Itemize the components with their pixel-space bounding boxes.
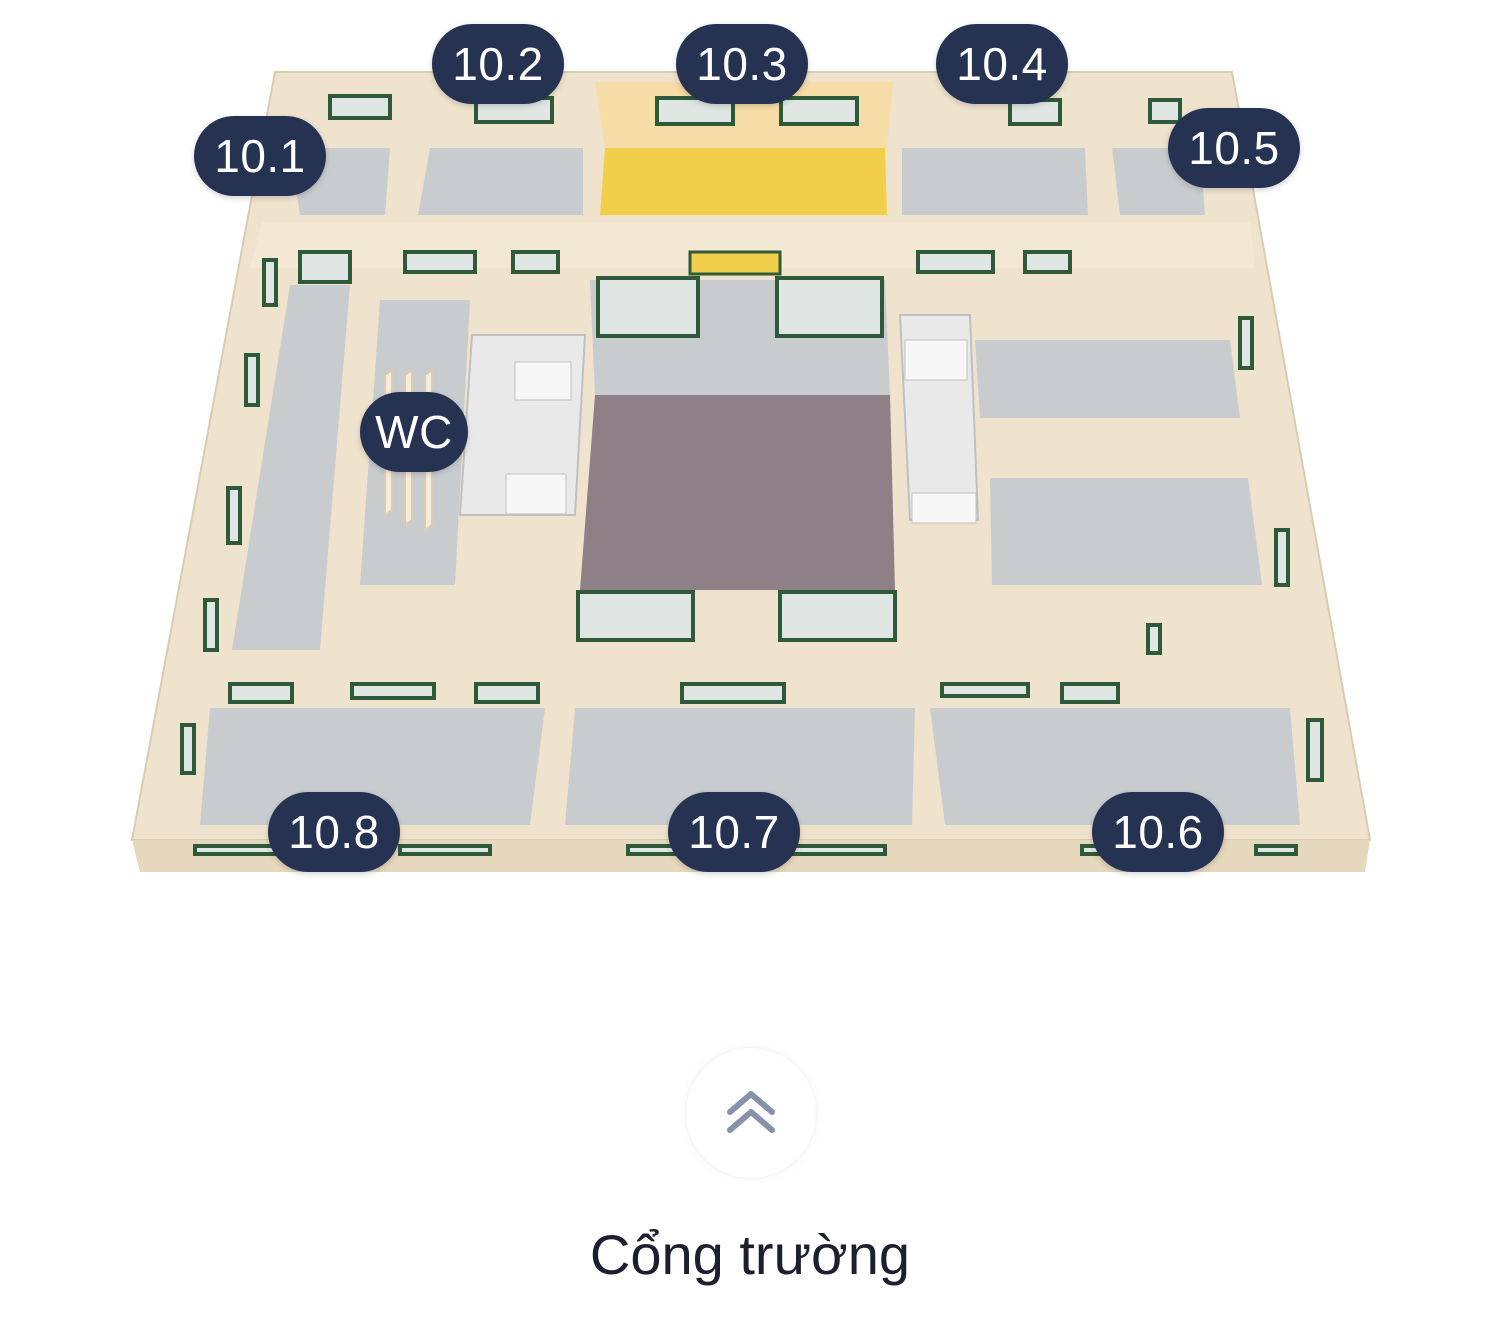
room-floor-10-7[interactable] [565, 708, 915, 825]
stair-rooms [458, 314, 980, 524]
room-floor-10-3[interactable] [600, 148, 887, 215]
right-windows [1146, 316, 1290, 655]
room-label-10-8[interactable]: 10.8 [268, 792, 400, 872]
left-windows [203, 258, 278, 652]
floor-plan-3d [130, 71, 1372, 872]
room-label-10-6[interactable]: 10.6 [1092, 792, 1224, 872]
room-label-10-4[interactable]: 10.4 [936, 24, 1068, 104]
left-corridor-floor[interactable] [232, 285, 350, 650]
right-room-upper[interactable] [975, 340, 1240, 418]
gate-label: Cổng trường [589, 1223, 911, 1286]
room-floor-10-2[interactable] [418, 148, 583, 215]
double-chevron-up-icon [724, 1084, 778, 1143]
room-floor-10-8[interactable] [200, 708, 545, 825]
right-room-lower[interactable] [990, 478, 1262, 585]
room-label-10-5[interactable]: 10.5 [1168, 108, 1300, 188]
room-label-10-3[interactable]: 10.3 [676, 24, 808, 104]
yellow-lit-door [688, 250, 782, 276]
hall-glass-doors [576, 276, 897, 642]
corridor-windows [298, 250, 1072, 284]
top-corridor-wall [250, 222, 1255, 268]
room-label-10-2[interactable]: 10.2 [432, 24, 564, 104]
room-label-10-7[interactable]: 10.7 [668, 792, 800, 872]
room-label-10-1[interactable]: 10.1 [194, 116, 326, 196]
room-floor-10-6[interactable] [930, 708, 1300, 825]
room-floor-10-4[interactable] [902, 148, 1088, 215]
room-label-wc[interactable]: WC [360, 392, 468, 472]
scroll-up-button[interactable] [686, 1048, 816, 1178]
central-hall-floor[interactable] [580, 395, 895, 590]
